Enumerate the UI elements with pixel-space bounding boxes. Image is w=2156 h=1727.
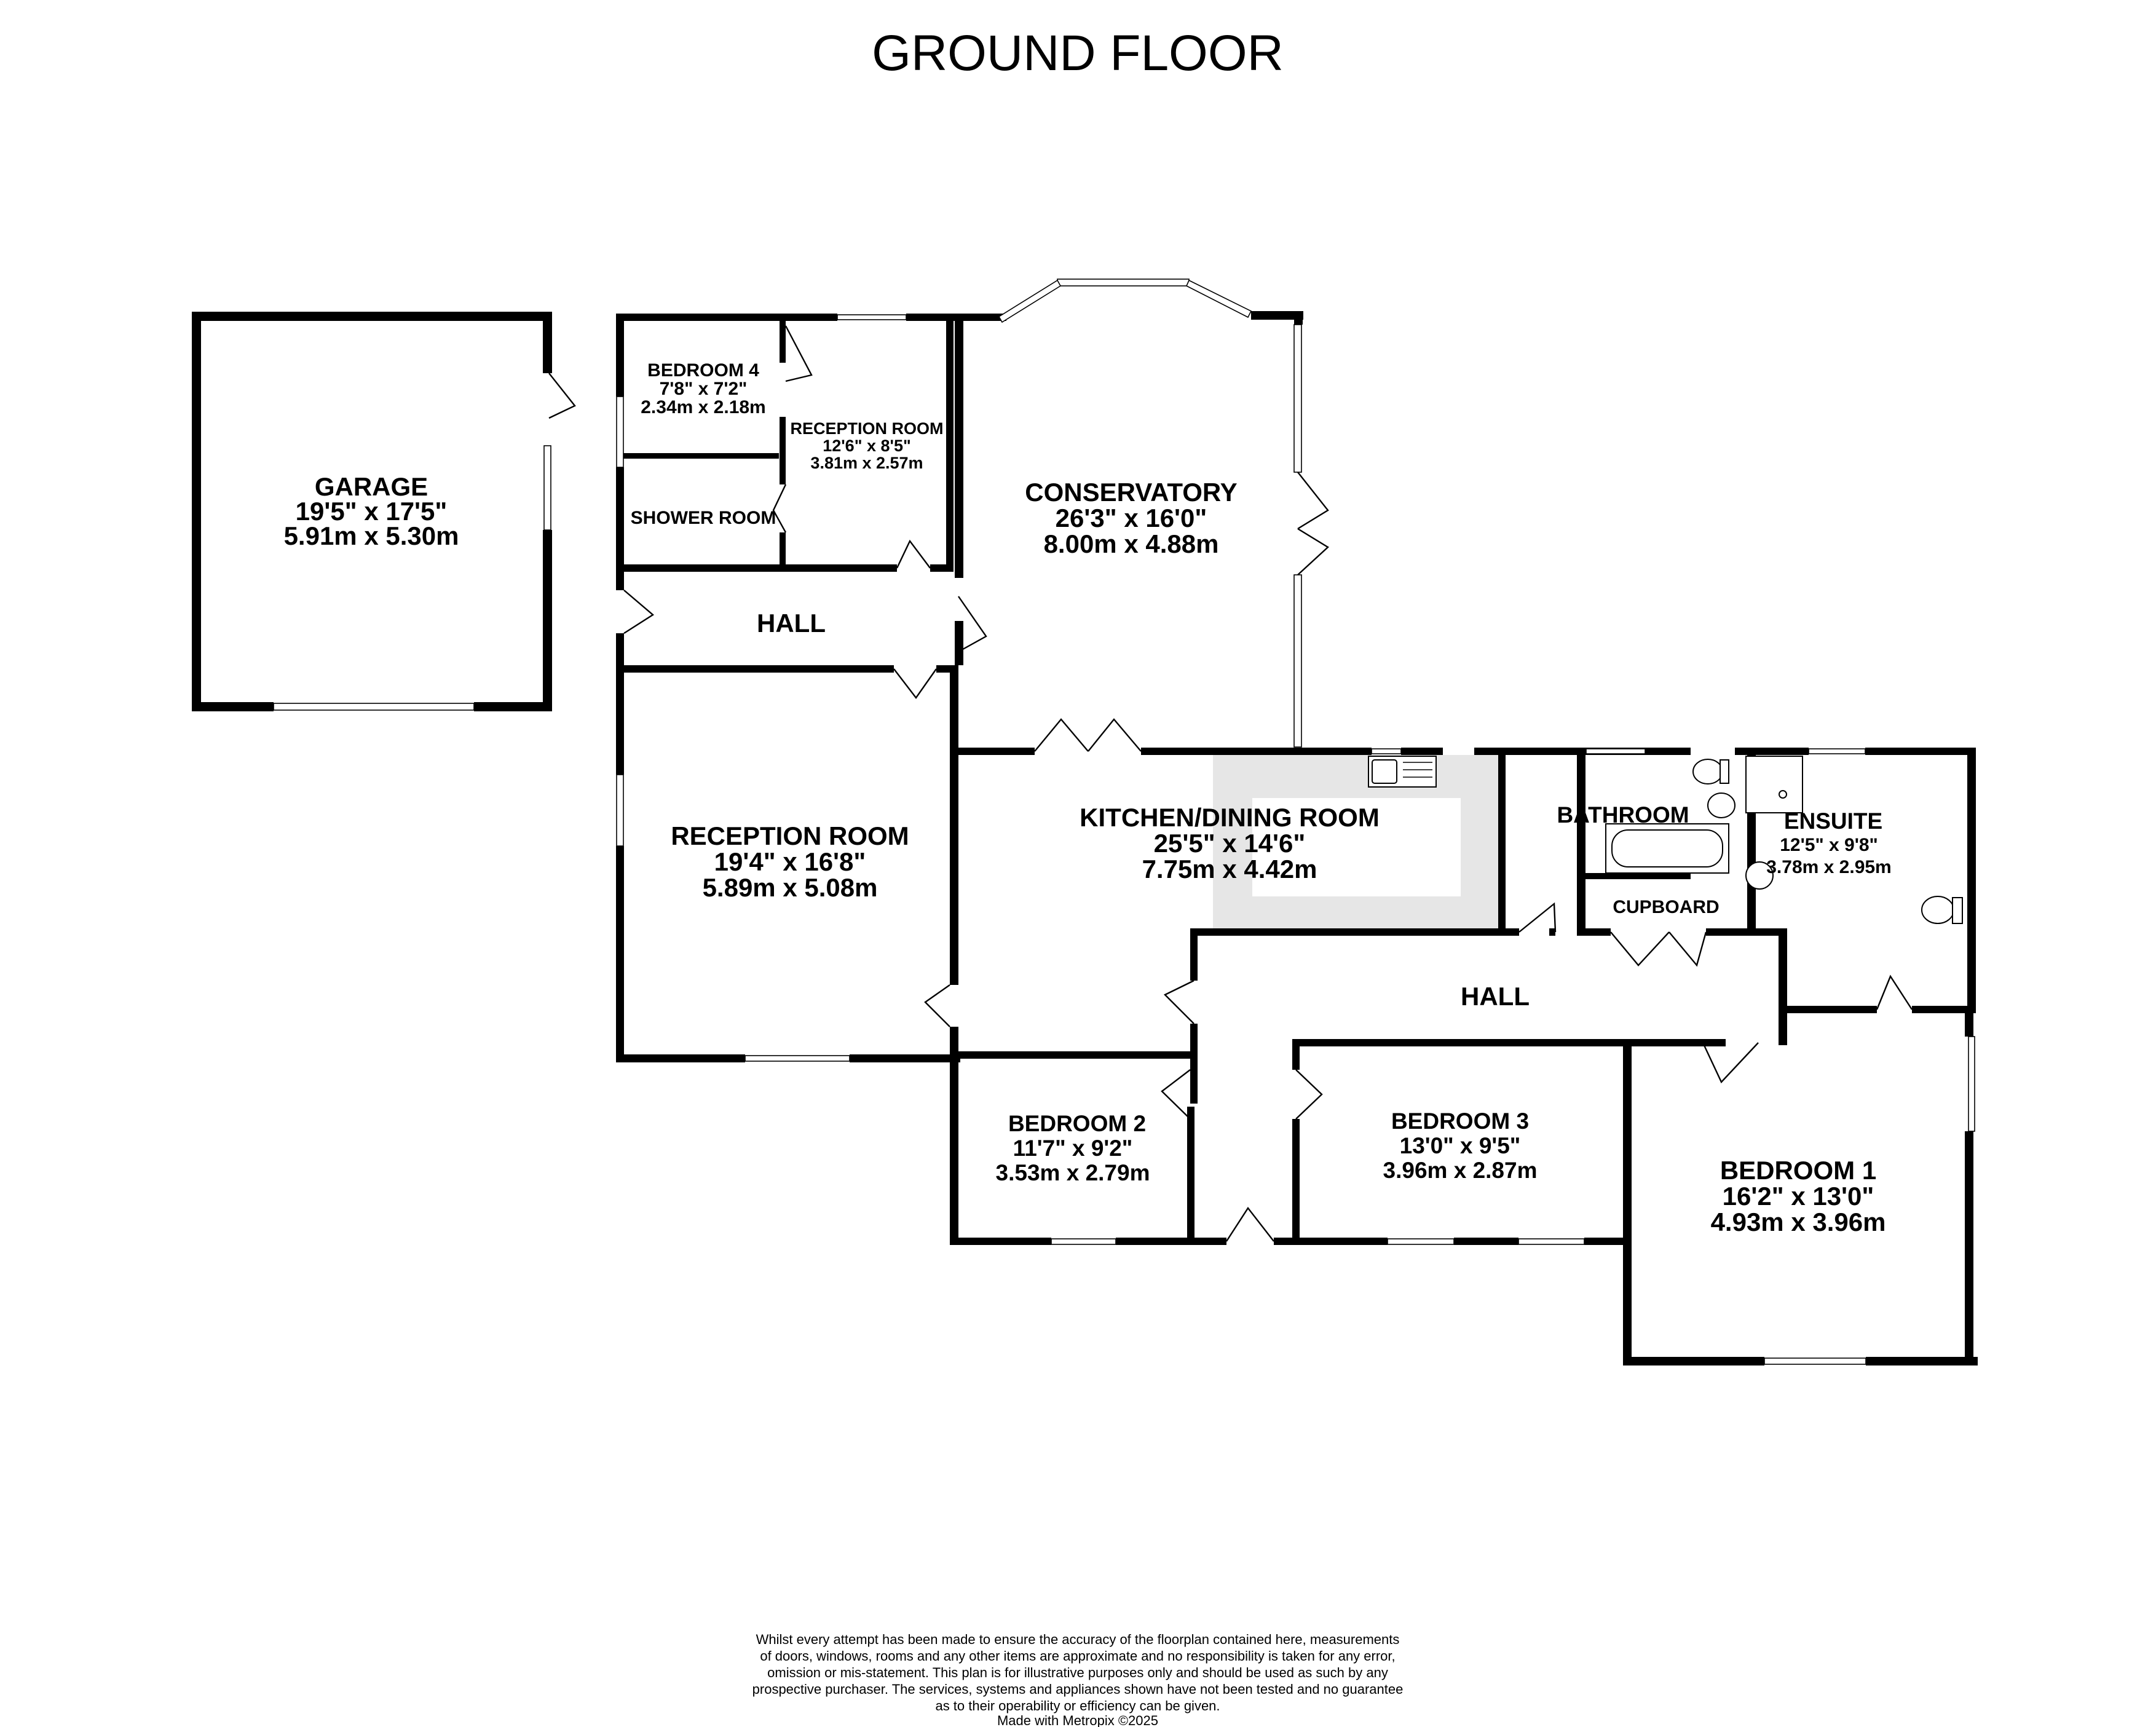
room-size-imperial: 12'6" x 8'5" (823, 437, 911, 455)
room-shower-room: SHOWER ROOM (631, 508, 776, 528)
doors (548, 325, 1913, 1242)
room-conservatory: CONSERVATORY 26'3" x 16'0" 8.00m x 4.88m (1025, 478, 1237, 558)
room-size-imperial: 12'5" x 9'8" (1780, 835, 1878, 855)
basin (1707, 792, 1735, 818)
disclaimer-line: of doors, windows, rooms and any other i… (760, 1648, 1395, 1664)
disclaimer: Whilst every attempt has been made to en… (752, 1632, 1404, 1727)
disclaimer-line: as to their operability or efficiency ca… (935, 1698, 1220, 1713)
room-size-metric: 4.93m x 3.96m (1711, 1207, 1886, 1236)
room-name: HALL (757, 609, 826, 638)
room-size-metric: 8.00m x 4.88m (1044, 529, 1219, 558)
room-size-metric: 3.96m x 2.87m (1383, 1158, 1538, 1183)
room-size-imperial: 7'8" x 7'2" (660, 379, 748, 399)
room-name: BEDROOM 2 (1008, 1111, 1146, 1136)
toilet (1692, 759, 1723, 784)
room-hall-lower: HALL (1461, 982, 1530, 1011)
room-size-imperial: 19'4" x 16'8" (714, 847, 866, 876)
floor-title: GROUND FLOOR (872, 25, 1284, 81)
room-name: RECEPTION ROOM (671, 821, 909, 850)
disclaimer-line: Whilst every attempt has been made to en… (756, 1632, 1400, 1647)
disclaimer-line: prospective purchaser. The services, sys… (752, 1682, 1404, 1697)
fixtures (1368, 756, 1963, 924)
room-size-metric: 3.78m x 2.95m (1766, 857, 1891, 877)
credit: Made with Metropix ©2025 (997, 1713, 1158, 1727)
room-bedroom-2: BEDROOM 2 11'7" x 9'2" 3.53m x 2.79m (996, 1111, 1150, 1185)
room-hall-upper: HALL (757, 609, 826, 638)
room-name: RECEPTION ROOM (790, 419, 943, 438)
room-name: ENSUITE (1784, 808, 1882, 834)
ensuite-basin (1745, 861, 1774, 890)
room-reception-large: RECEPTION ROOM 19'4" x 16'8" 5.89m x 5.0… (671, 821, 909, 902)
room-name: GARAGE (315, 472, 428, 501)
windows (273, 279, 1975, 1365)
room-kitchen-dining: KITCHEN/DINING ROOM 25'5" x 14'6" 7.75m … (1080, 803, 1380, 883)
walls (192, 311, 1978, 1365)
room-size-metric: 2.34m x 2.18m (641, 397, 765, 417)
room-name: BATHROOM (1557, 802, 1689, 828)
room-size-metric: 3.81m x 2.57m (810, 454, 923, 472)
room-name: HALL (1461, 982, 1530, 1011)
room-bedroom-3: BEDROOM 3 13'0" x 9'5" 3.96m x 2.87m (1383, 1109, 1538, 1183)
room-bedroom-4: BEDROOM 4 7'8" x 7'2" 2.34m x 2.18m (641, 360, 765, 417)
room-size-imperial: 19'5" x 17'5" (296, 497, 448, 526)
room-name: BEDROOM 1 (1720, 1156, 1876, 1185)
room-ensuite: ENSUITE 12'5" x 9'8" 3.78m x 2.95m (1766, 808, 1891, 877)
room-bedroom-1: BEDROOM 1 16'2" x 13'0" 4.93m x 3.96m (1711, 1156, 1886, 1236)
room-size-metric: 5.89m x 5.08m (703, 873, 878, 902)
room-name: CUPBOARD (1613, 897, 1719, 917)
room-name: BEDROOM 4 (647, 360, 759, 381)
room-size-metric: 7.75m x 4.42m (1142, 855, 1317, 883)
room-name: KITCHEN/DINING ROOM (1080, 803, 1380, 832)
room-garage: GARAGE 19'5" x 17'5" 5.91m x 5.30m (284, 472, 459, 550)
room-cupboard: CUPBOARD (1613, 897, 1719, 917)
room-name: SHOWER ROOM (631, 508, 776, 528)
room-name: BEDROOM 3 (1391, 1109, 1529, 1134)
room-bathroom: BATHROOM (1557, 802, 1689, 828)
room-reception-small: RECEPTION ROOM 12'6" x 8'5" 3.81m x 2.57… (790, 419, 943, 472)
room-size-metric: 3.53m x 2.79m (996, 1160, 1150, 1185)
room-size-imperial: 16'2" x 13'0" (1723, 1182, 1874, 1211)
room-size-imperial: 11'7" x 9'2" (1013, 1136, 1133, 1161)
ensuite-toilet (1921, 896, 1954, 924)
room-size-metric: 5.91m x 5.30m (284, 521, 459, 550)
room-size-imperial: 25'5" x 14'6" (1154, 829, 1306, 858)
disclaimer-line: omission or mis-statement. This plan is … (767, 1665, 1388, 1680)
room-name: CONSERVATORY (1025, 478, 1237, 507)
shower-tray (1745, 756, 1803, 813)
kitchen-units (1213, 755, 1503, 932)
room-size-imperial: 13'0" x 9'5" (1400, 1133, 1521, 1158)
room-size-imperial: 26'3" x 16'0" (1056, 504, 1207, 532)
